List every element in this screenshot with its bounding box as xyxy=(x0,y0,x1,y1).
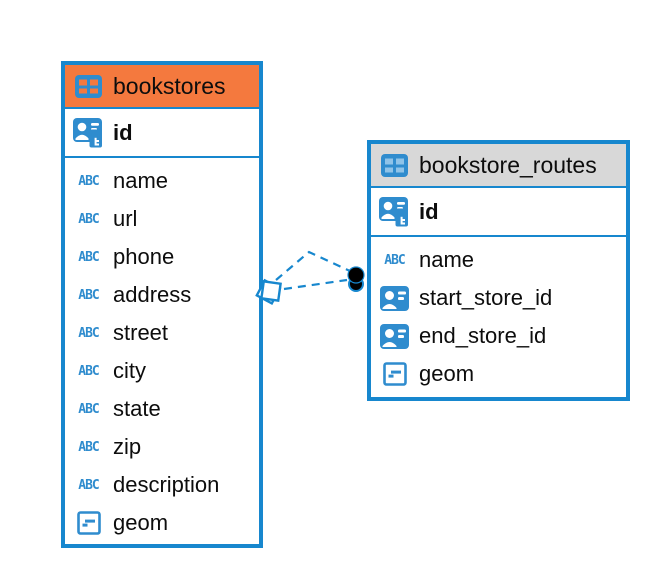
column-name: phone xyxy=(113,244,175,269)
reference-type-icon xyxy=(379,285,410,311)
column-row-end-store-id[interactable]: end_store_id xyxy=(371,317,626,355)
column-name: street xyxy=(113,320,169,345)
column-name: geom xyxy=(419,361,475,386)
text-type-icon: ABC xyxy=(78,477,100,493)
text-type-icon: ABC xyxy=(78,325,100,341)
column-row-street[interactable]: ABC street xyxy=(65,314,259,352)
entity-bookstore-routes[interactable]: bookstore_routes id xyxy=(367,140,630,401)
reference-type-icon xyxy=(379,323,410,349)
column-row-city[interactable]: ABC city xyxy=(65,352,259,390)
text-type-icon: ABC xyxy=(384,252,406,268)
entity-bookstore-routes-header[interactable]: bookstore_routes xyxy=(371,144,626,188)
column-row-geom[interactable]: geom xyxy=(65,504,259,542)
column-name: geom xyxy=(113,510,169,535)
column-name: end_store_id xyxy=(419,323,547,348)
primary-key-icon xyxy=(73,117,104,148)
text-type-icon: ABC xyxy=(78,401,100,417)
object-type-icon xyxy=(379,362,410,386)
text-type-icon: ABC xyxy=(78,439,100,455)
column-row-id[interactable]: id xyxy=(65,109,259,158)
text-type-icon: ABC xyxy=(78,287,100,303)
entity-bookstores[interactable]: bookstores id A xyxy=(61,61,263,548)
column-row-description[interactable]: ABC description xyxy=(65,466,259,504)
column-name: city xyxy=(113,358,146,383)
column-row-state[interactable]: ABC state xyxy=(65,390,259,428)
table-icon xyxy=(379,153,410,177)
text-type-icon: ABC xyxy=(78,249,100,265)
column-name: id xyxy=(419,198,439,224)
object-type-icon xyxy=(73,511,104,535)
column-name: name xyxy=(113,168,169,193)
entity-bookstores-header[interactable]: bookstores xyxy=(65,65,259,109)
text-type-icon: ABC xyxy=(78,173,100,189)
text-type-icon: ABC xyxy=(78,211,100,227)
column-name: state xyxy=(113,396,161,421)
column-row-name[interactable]: ABC name xyxy=(65,162,259,200)
primary-key-icon xyxy=(379,196,410,227)
entity-title: bookstore_routes xyxy=(419,151,597,178)
entity-bookstores-fields: ABC name ABC url ABC phone ABC address A… xyxy=(65,158,259,542)
entity-title: bookstores xyxy=(113,72,226,99)
column-row-start-store-id[interactable]: start_store_id xyxy=(371,279,626,317)
column-row-zip[interactable]: ABC zip xyxy=(65,428,259,466)
column-row-geom[interactable]: geom xyxy=(371,355,626,393)
relation-line-1[interactable] xyxy=(275,250,353,281)
column-name: url xyxy=(113,206,138,231)
column-name: id xyxy=(113,119,133,145)
column-name: address xyxy=(113,282,192,307)
column-name: start_store_id xyxy=(419,285,553,310)
relation-dot-markers[interactable] xyxy=(347,266,365,292)
column-name: name xyxy=(419,247,475,272)
table-icon xyxy=(73,74,104,98)
text-type-icon: ABC xyxy=(78,363,100,379)
column-name: description xyxy=(113,472,220,497)
column-row-address[interactable]: ABC address xyxy=(65,276,259,314)
column-name: zip xyxy=(113,434,142,459)
column-row-url[interactable]: ABC url xyxy=(65,200,259,238)
column-row-name[interactable]: ABC name xyxy=(371,241,626,279)
relation-line-2[interactable] xyxy=(283,278,348,291)
entity-bookstore-routes-fields: ABC name start_store_id xyxy=(371,237,626,393)
column-row-id[interactable]: id xyxy=(371,188,626,237)
column-row-phone[interactable]: ABC phone xyxy=(65,238,259,276)
